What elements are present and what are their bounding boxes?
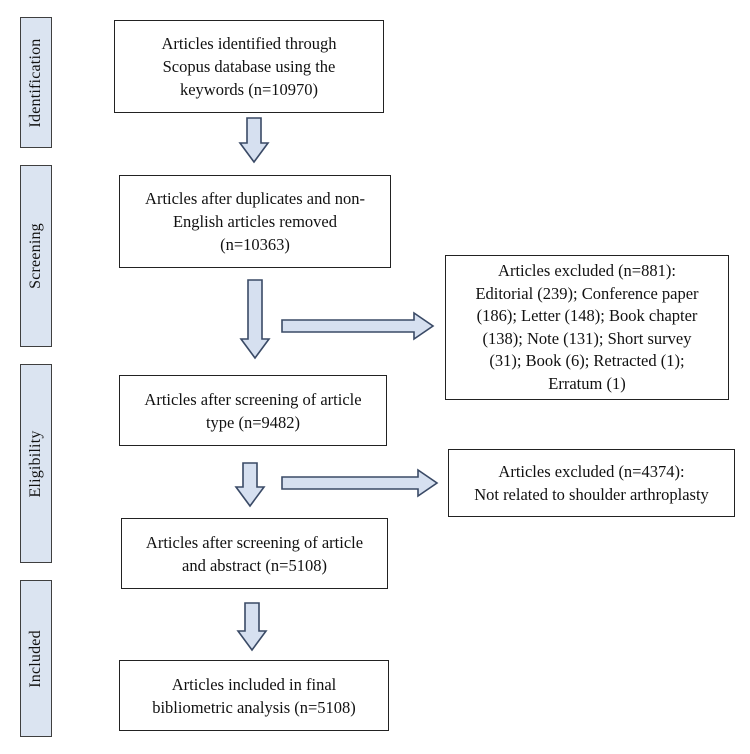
box-included-final: Articles included in final bibliometric …	[119, 660, 389, 731]
box-screening-abstract: Articles after screening of article and …	[121, 518, 388, 589]
arrow-right-1	[281, 311, 435, 341]
arrow-down-4	[236, 602, 268, 652]
stage-label-screening: Screening	[20, 165, 52, 347]
arrow-down-3	[234, 462, 266, 508]
stage-label-included: Included	[20, 580, 52, 737]
box-excluded-type: Articles excluded (n=881): Editorial (23…	[445, 255, 729, 400]
arrow-right-2	[281, 468, 439, 498]
box-identified: Articles identified through Scopus datab…	[114, 20, 384, 113]
stage-label-eligibility: Eligibility	[20, 364, 52, 563]
box-screening-type: Articles after screening of article type…	[119, 375, 387, 446]
stage-label-identification: Identification	[20, 17, 52, 148]
arrow-down-2	[239, 279, 271, 360]
arrow-down-1	[238, 117, 270, 164]
box-duplicates-removed: Articles after duplicates and non- Engli…	[119, 175, 391, 268]
box-excluded-topic: Articles excluded (n=4374): Not related …	[448, 449, 735, 517]
